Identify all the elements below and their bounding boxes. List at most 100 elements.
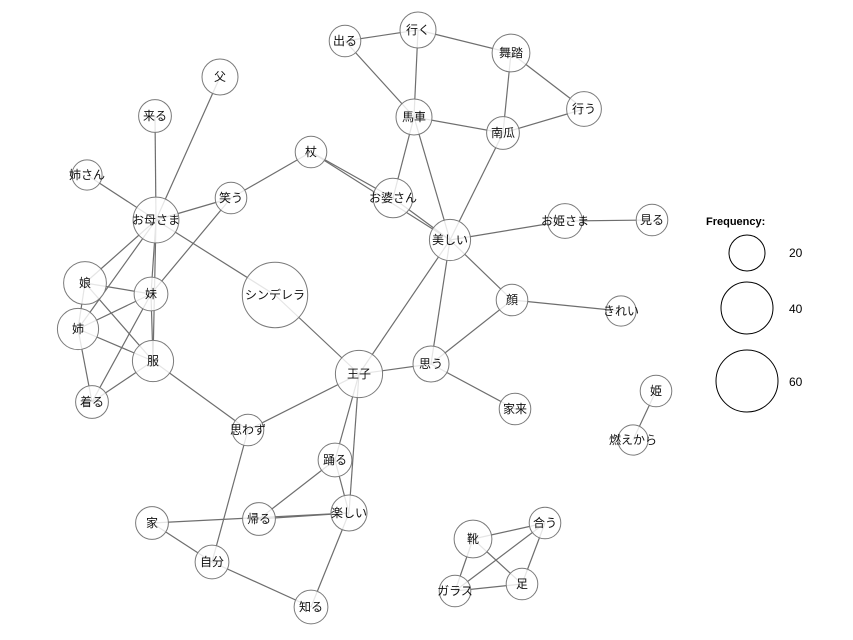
node-kao[interactable]: 顔	[495, 283, 529, 317]
node-iku[interactable]: 行く	[399, 11, 437, 49]
node-butou[interactable]: 舞踏	[491, 33, 531, 73]
node-cinderella[interactable]: シンデレラ	[241, 261, 309, 329]
node-au[interactable]: 合う	[528, 506, 562, 540]
node-circle-warau[interactable]	[214, 181, 248, 215]
node-label-musume: 娘	[79, 275, 91, 290]
node-label-iku: 行く	[406, 23, 430, 37]
node-circle-imouto[interactable]	[133, 276, 169, 312]
node-moekara[interactable]: 燃えから	[609, 424, 657, 456]
node-kirei[interactable]: きれい	[603, 295, 639, 327]
node-kuru[interactable]: 来る	[138, 99, 172, 133]
node-label-fuku: 服	[147, 354, 159, 368]
node-basha[interactable]: 馬車	[395, 98, 433, 136]
node-label-oujosama: お姫さま	[541, 214, 589, 228]
legend-value-40: 40	[789, 302, 803, 316]
node-circle-basha[interactable]	[395, 98, 433, 136]
node-circle-okaasama[interactable]	[132, 196, 180, 244]
node-circle-au[interactable]	[528, 506, 562, 540]
node-label-okonau: 行う	[572, 102, 596, 116]
node-circle-kuru[interactable]	[138, 99, 172, 133]
node-circle-ouji[interactable]	[334, 349, 384, 399]
node-circle-cinderella[interactable]	[241, 261, 309, 329]
node-obaasan[interactable]: お婆さん	[369, 177, 417, 219]
node-circle-deru[interactable]	[328, 24, 362, 58]
node-circle-miru[interactable]	[635, 203, 669, 237]
node-kabocha[interactable]: 南瓜	[486, 116, 520, 150]
node-circle-chichi[interactable]	[201, 58, 239, 96]
node-odoru[interactable]: 踊る	[317, 442, 353, 478]
node-circle-obaasan[interactable]	[372, 177, 414, 219]
node-label-tsue: 杖	[305, 144, 317, 159]
node-kiru[interactable]: 着る	[75, 385, 109, 419]
node-deru[interactable]: 出る	[328, 24, 362, 58]
node-circle-ie[interactable]	[135, 506, 169, 540]
node-circle-kabocha[interactable]	[486, 116, 520, 150]
node-circle-tanoshii[interactable]	[330, 494, 368, 532]
node-circle-oujosama[interactable]	[547, 203, 583, 239]
node-circle-omou[interactable]	[412, 345, 450, 383]
node-circle-kerai[interactable]	[498, 392, 532, 426]
node-circle-kirei[interactable]	[605, 295, 637, 327]
node-warau[interactable]: 笑う	[214, 181, 248, 215]
node-tanoshii[interactable]: 楽しい	[330, 494, 368, 532]
node-circle-omowazu[interactable]	[231, 413, 265, 447]
node-circle-garasu[interactable]	[438, 574, 472, 608]
node-kaeru[interactable]: 帰る	[242, 502, 276, 536]
node-ashi[interactable]: 足	[505, 567, 539, 601]
node-label-garasu: ガラス	[437, 584, 473, 598]
node-circle-tsue[interactable]	[294, 135, 328, 169]
node-label-kaeru: 帰る	[247, 512, 271, 526]
node-kutsu[interactable]: 靴	[453, 519, 493, 559]
node-imouto[interactable]: 妹	[133, 276, 169, 312]
node-circle-moekara[interactable]	[617, 424, 649, 456]
node-circle-butou[interactable]	[491, 33, 531, 73]
node-circle-kutsu[interactable]	[453, 519, 493, 559]
node-musume[interactable]: 娘	[63, 261, 107, 305]
node-circle-ashi[interactable]	[505, 567, 539, 601]
node-circle-okonau[interactable]	[566, 91, 602, 127]
node-circle-utsukushii[interactable]	[428, 218, 472, 262]
node-circle-kao[interactable]	[495, 283, 529, 317]
node-label-au: 合う	[533, 515, 557, 530]
node-circle-fuku[interactable]	[131, 339, 175, 383]
node-utsukushii[interactable]: 美しい	[428, 218, 472, 262]
node-hime[interactable]: 姫	[639, 374, 673, 408]
node-circle-jibun[interactable]	[194, 544, 230, 580]
node-circle-neesan[interactable]	[71, 159, 103, 191]
node-kerai[interactable]: 家来	[498, 392, 532, 426]
node-label-kutsu: 靴	[467, 532, 479, 546]
node-okonau[interactable]: 行う	[566, 91, 602, 127]
node-ouji[interactable]: 王子	[334, 349, 384, 399]
node-jibun[interactable]: 自分	[194, 544, 230, 580]
node-label-tanoshii: 楽しい	[331, 506, 367, 520]
node-label-okaasama: お母さま	[132, 213, 180, 227]
node-ie[interactable]: 家	[135, 506, 169, 540]
node-circle-hime[interactable]	[639, 374, 673, 408]
node-ane[interactable]: 姉	[56, 307, 100, 351]
node-circle-iku[interactable]	[399, 11, 437, 49]
node-oujosama[interactable]: お姫さま	[541, 203, 589, 239]
node-label-odoru: 踊る	[323, 453, 347, 467]
node-omowazu[interactable]: 思わず	[230, 413, 266, 447]
edge-warau-imouto	[150, 197, 232, 295]
node-garasu[interactable]: ガラス	[437, 574, 473, 608]
edge-utsukushii-ouji	[358, 239, 451, 375]
node-circle-kaeru[interactable]	[242, 502, 276, 536]
edge-basha-utsukushii	[413, 116, 451, 241]
node-chichi[interactable]: 父	[201, 58, 239, 96]
node-circle-musume[interactable]	[63, 261, 107, 305]
node-fuku[interactable]: 服	[131, 339, 175, 383]
node-tsue[interactable]: 杖	[294, 135, 328, 169]
node-circle-shiru[interactable]	[293, 589, 329, 625]
node-miru[interactable]: 見る	[635, 203, 669, 237]
node-circle-ane[interactable]	[56, 307, 100, 351]
node-omou[interactable]: 思う	[412, 345, 450, 383]
node-label-hime: 姫	[650, 384, 662, 398]
node-shiru[interactable]: 知る	[293, 589, 329, 625]
legend-value-60: 60	[789, 375, 803, 389]
node-circle-kiru[interactable]	[75, 385, 109, 419]
node-neesan[interactable]: 姉さん	[69, 159, 105, 191]
node-circle-odoru[interactable]	[317, 442, 353, 478]
legend-title: Frequency:	[706, 216, 765, 228]
node-okaasama[interactable]: お母さま	[132, 196, 180, 244]
